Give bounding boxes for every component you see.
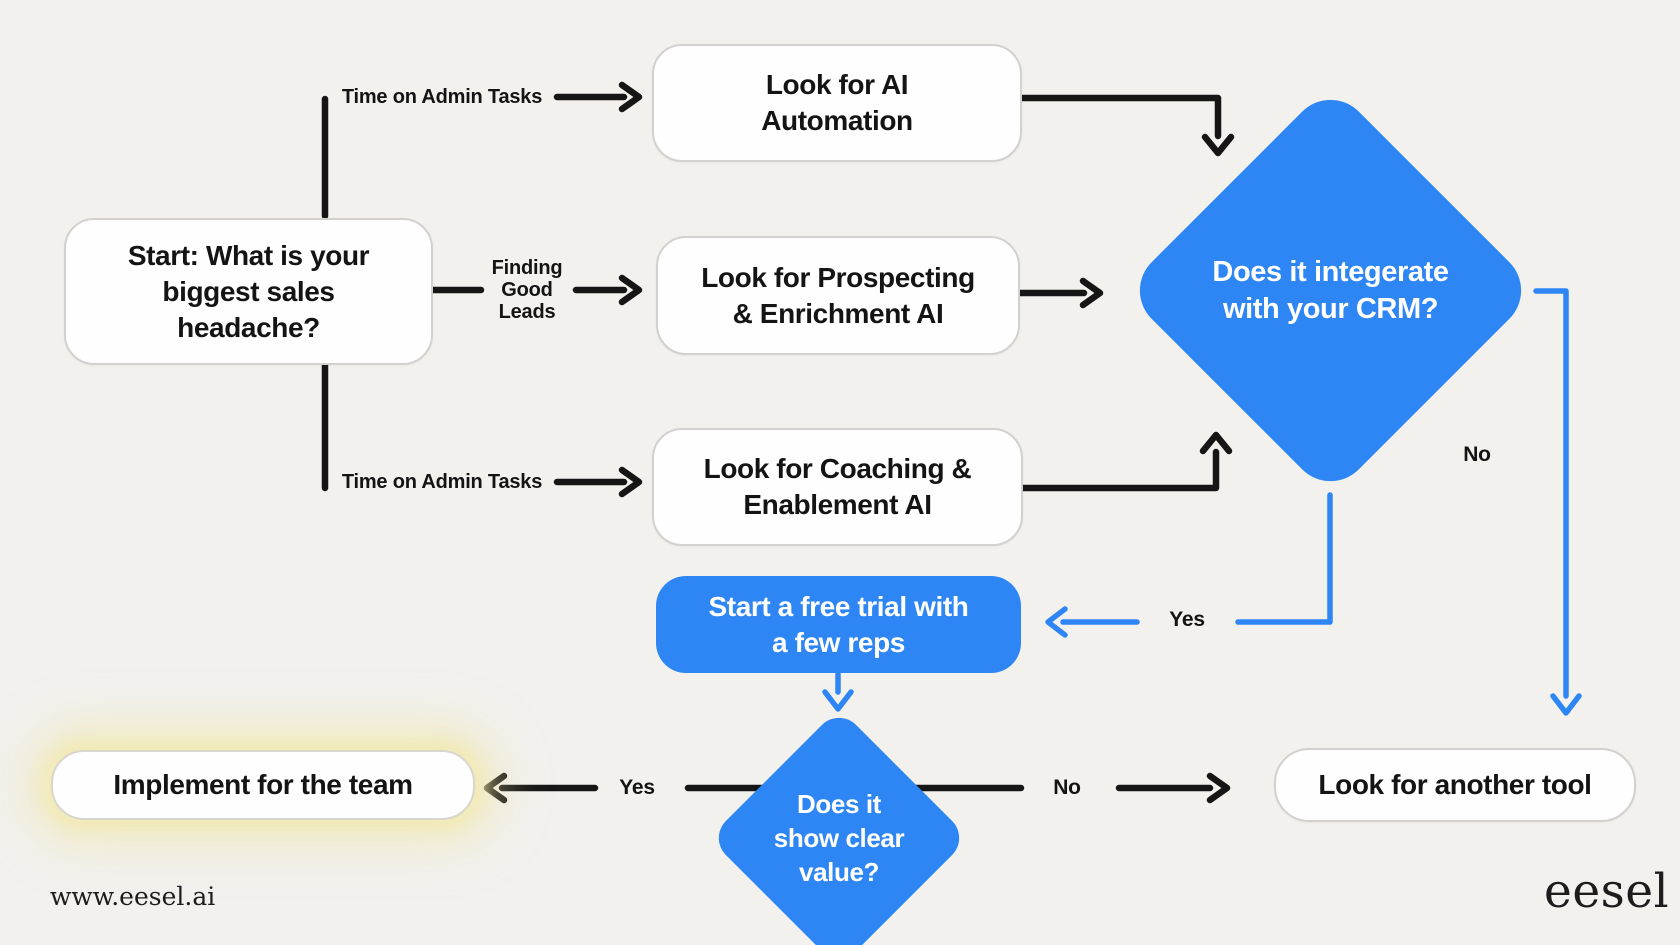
arrow-finding-to-box [572, 274, 643, 306]
value-yes-label: Yes [619, 776, 655, 799]
crm-no-label: No [1463, 443, 1491, 466]
crm-decision-question: Does it integerate with your CRM? [1212, 255, 1449, 325]
arrow-admin-top [553, 81, 643, 113]
eesel-logo: eesel [1544, 864, 1670, 919]
another-tool-node: Look for another tool [1274, 748, 1636, 822]
value-decision-question: Does it show clear value? [773, 789, 905, 887]
trial-node: Start a free trial with a few reps [656, 576, 1021, 673]
implement-node: Implement for the team [51, 750, 475, 820]
prospecting-node: Look for Prospecting & Enrichment AI [656, 236, 1020, 355]
crm-yes-label: Yes [1169, 608, 1205, 631]
arrow-trial-to-value [822, 671, 854, 712]
automation-node: Look for AI Automation [652, 44, 1022, 162]
arrow-admin-bottom [553, 466, 643, 498]
path-crm-no [1533, 288, 1582, 716]
branch-label-admin-top: Time on Admin Tasks [341, 86, 543, 108]
branch-label-finding-leads: Finding Good Leads [491, 257, 563, 323]
path-automation-to-diamond [1016, 94, 1235, 157]
website-url: www.eesel.ai [50, 882, 216, 911]
branch-label-admin-bottom: Time on Admin Tasks [341, 471, 543, 493]
coaching-node: Look for Coaching & Enablement AI [652, 428, 1023, 546]
arrow-yes-to-implement [483, 772, 599, 804]
value-no-label: No [1053, 776, 1081, 799]
start-node: Start: What is your biggest sales headac… [64, 218, 433, 365]
crm-decision-diamond: Does it integerate with your CRM? [1123, 83, 1538, 498]
path-coaching-to-diamond [1017, 431, 1233, 492]
arrow-yes-to-trial [1045, 606, 1140, 638]
path-crm-yes [1235, 492, 1333, 625]
arrow-no-to-tool [1115, 772, 1231, 804]
arrow-prospecting-to-diamond [1014, 277, 1104, 309]
